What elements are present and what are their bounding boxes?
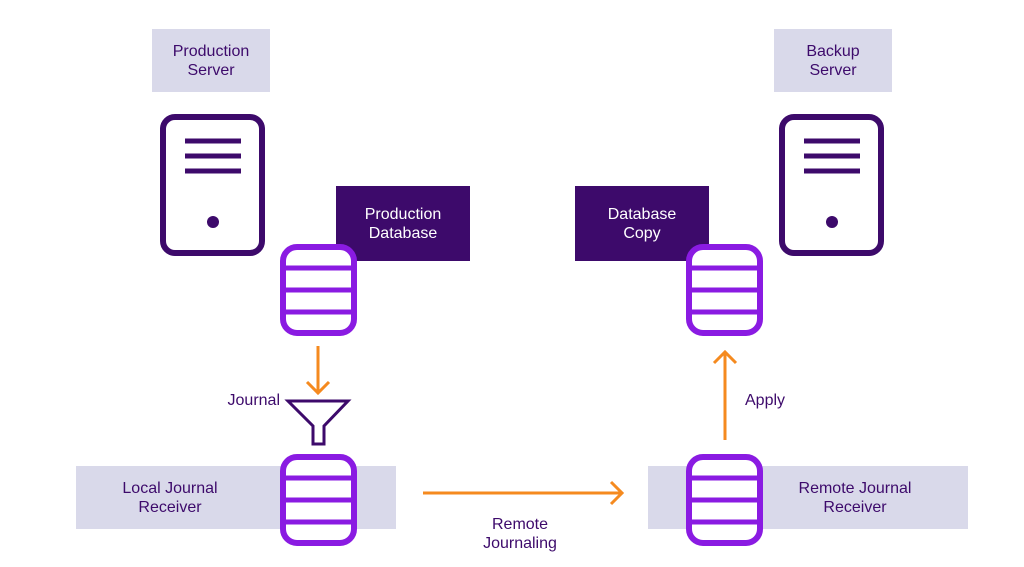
apply-arrow [712, 349, 738, 440]
backup-server-label: Backup Server [774, 29, 892, 92]
remote-journal-receiver-icon [686, 454, 763, 546]
apply-label: Apply [745, 392, 786, 409]
backup-server-icon [779, 114, 884, 256]
funnel-icon [284, 399, 352, 446]
production-database-icon [280, 244, 357, 336]
database-copy-label: Database Copy [575, 186, 709, 261]
production-server-icon [160, 114, 265, 256]
remote-journal-receiver-label: Remote Journal Receiver [798, 480, 912, 516]
local-journal-receiver-label: Local Journal Receiver [122, 480, 218, 516]
production-database-label: Production Database [336, 186, 470, 261]
remote-journaling-arrow [423, 480, 625, 506]
database-copy-icon [686, 244, 763, 336]
local-journal-receiver-icon [280, 454, 357, 546]
journal-arrow [305, 346, 331, 396]
journal-label: Journal [227, 392, 280, 409]
production-server-label: Production Server [152, 29, 270, 92]
remote-journaling-label: Remote Journaling [483, 516, 557, 552]
